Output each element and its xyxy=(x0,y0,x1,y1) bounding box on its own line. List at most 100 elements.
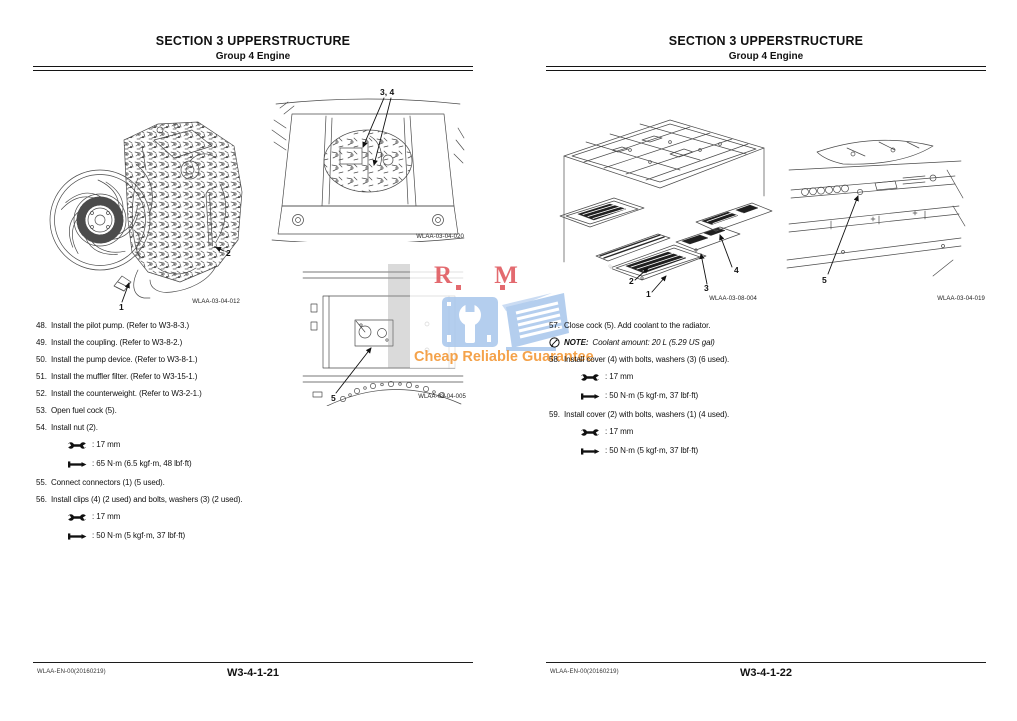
engine-illustration: 2 1 xyxy=(49,121,243,312)
header-double-rule xyxy=(33,66,473,71)
figure-label-fuel-cock-panel: WLAA-03-04-005 xyxy=(418,394,466,400)
torque-spec: : 50 N·m (5 kgf·m, 37 lbf·ft) xyxy=(67,531,282,541)
step-57: 57. Close cock (5). Add coolant to the r… xyxy=(549,321,795,331)
right-page-header: SECTION 3 UPPERSTRUCTURE Group 4 Engine xyxy=(546,34,986,62)
step-number: 53. xyxy=(36,406,47,415)
torque-value-text: : 50 N·m (5 kgf·m, 37 lbf·ft) xyxy=(92,531,186,540)
step-48: 48. Install the pilot pump. (Refer to W3… xyxy=(36,321,282,331)
step-number: 52. xyxy=(36,389,47,398)
wrench-icon xyxy=(67,513,87,521)
wrench-size-spec: : 17 mm xyxy=(67,440,282,450)
callout-1: 1 xyxy=(119,302,124,312)
step-text: Install clips (4) (2 used) and bolts, wa… xyxy=(51,495,243,504)
torque-value-text: : 50 N·m (5 kgf·m, 37 lbf·ft) xyxy=(605,446,699,455)
group-subtitle: Group 4 Engine xyxy=(215,51,291,62)
figure-label-covers-exploded: WLAA-03-08-004 xyxy=(709,296,757,302)
radiator-cock-illustration: 5 xyxy=(786,139,966,285)
right-footer-document-code: WLAA-EN-00(20160219) xyxy=(550,669,619,675)
step-52: 52. Install the counterweight. (Refer to… xyxy=(36,389,282,399)
torque-spec: : 65 N·m (6.5 kgf·m, 48 lbf·ft) xyxy=(67,459,282,469)
step-text: Install the muffler filter. (Refer to W3… xyxy=(51,372,198,381)
fuel-cock-panel-illustration: 5 xyxy=(302,271,464,406)
step-text: Close cock (5). Add coolant to the radia… xyxy=(564,321,711,330)
section-title: SECTION 3 UPPERSTRUCTURE xyxy=(155,34,351,48)
wrench-size-text: : 17 mm xyxy=(605,372,634,381)
frame-opening-illustration: 3, 4 xyxy=(271,87,465,242)
callout-4: 4 xyxy=(734,265,739,275)
step-number: 57. xyxy=(549,321,560,330)
torque-wrench-icon xyxy=(581,447,600,455)
figure-label-frame-opening: WLAA-03-04-020 xyxy=(416,234,464,240)
wrench-size-text: : 17 mm xyxy=(92,440,121,449)
figure-label-engine: WLAA-03-04-012 xyxy=(192,299,240,305)
torque-spec: : 50 N·m (5 kgf·m, 37 lbf·ft) xyxy=(580,391,795,401)
step-number: 48. xyxy=(36,321,47,330)
step-text: Connect connectors (1) (5 used). xyxy=(51,478,165,487)
torque-wrench-icon xyxy=(581,392,600,400)
torque-value-text: : 50 N·m (5 kgf·m, 37 lbf·ft) xyxy=(605,391,699,400)
step-number: 59. xyxy=(549,410,560,419)
figure-label-radiator-cock: WLAA-03-04-019 xyxy=(937,296,985,302)
right-footer-rule xyxy=(546,662,986,663)
note-label: NOTE: xyxy=(564,337,589,347)
step-text: Install cover (4) with bolts, washers (3… xyxy=(564,355,730,364)
step-54: 54. Install nut (2). xyxy=(36,423,282,433)
callout-2: 2 xyxy=(629,276,634,286)
callout-5: 5 xyxy=(822,275,827,285)
left-footer-document-code: WLAA-EN-00(20160219) xyxy=(37,669,106,675)
wrench-size-spec: : 17 mm xyxy=(580,372,795,382)
step-51: 51. Install the muffler filter. (Refer t… xyxy=(36,372,282,382)
wrench-size-text: : 17 mm xyxy=(605,427,634,436)
step-text: Install the coupling. (Refer to W3-8-2.) xyxy=(51,338,183,347)
step-number: 54. xyxy=(36,423,47,432)
callout-3: 3 xyxy=(704,283,709,293)
step-53: 53. Open fuel cock (5). xyxy=(36,406,282,416)
wrench-icon xyxy=(67,441,87,449)
callout-2: 2 xyxy=(226,248,231,258)
step-number: 56. xyxy=(36,495,47,504)
wrench-icon xyxy=(580,428,600,436)
left-page-header: SECTION 3 UPPERSTRUCTURE Group 4 Engine xyxy=(33,34,473,62)
step-text: Install cover (2) with bolts, washers (1… xyxy=(564,410,730,419)
step-number: 58. xyxy=(549,355,560,364)
step-number: 55. xyxy=(36,478,47,487)
step-text: Install nut (2). xyxy=(51,423,98,432)
callout-5: 5 xyxy=(331,393,336,403)
step-58: 58. Install cover (4) with bolts, washer… xyxy=(549,355,795,365)
note-pencil-icon xyxy=(549,337,560,348)
section-title: SECTION 3 UPPERSTRUCTURE xyxy=(668,34,864,48)
watermark-dot xyxy=(500,285,505,290)
left-footer-rule xyxy=(33,662,473,663)
right-footer-page-number: W3-4-1-22 xyxy=(740,667,792,679)
step-56: 56. Install clips (4) (2 used) and bolts… xyxy=(36,495,282,505)
note-text: Coolant amount: 20 L (5.29 US gal) xyxy=(592,337,715,347)
step-50: 50. Install the pump device. (Refer to W… xyxy=(36,355,282,365)
torque-value-text: : 65 N·m (6.5 kgf·m, 48 lbf·ft) xyxy=(92,459,192,468)
step-text: Install the pilot pump. (Refer to W3-8-3… xyxy=(51,321,190,330)
torque-wrench-icon xyxy=(68,460,87,468)
step-text: Open fuel cock (5). xyxy=(51,406,117,415)
left-footer-page-number: W3-4-1-21 xyxy=(227,667,279,679)
step-text: Install the pump device. (Refer to W3-8-… xyxy=(51,355,198,364)
torque-wrench-icon xyxy=(68,532,87,540)
step-text: Install the counterweight. (Refer to W3-… xyxy=(51,389,202,398)
wrench-size-spec: : 17 mm xyxy=(580,427,795,437)
step-number: 49. xyxy=(36,338,47,347)
step-55: 55. Connect connectors (1) (5 used). xyxy=(36,478,282,488)
wrench-size-text: : 17 mm xyxy=(92,512,121,521)
callout-1: 1 xyxy=(646,289,651,299)
wrench-icon xyxy=(580,373,600,381)
header-double-rule xyxy=(546,66,986,71)
covers-exploded-illustration: 2 1 3 4 xyxy=(559,119,773,299)
callout-3-4: 3, 4 xyxy=(380,87,394,97)
group-subtitle: Group 4 Engine xyxy=(728,51,804,62)
right-step-list: 57. Close cock (5). Add coolant to the r… xyxy=(549,321,795,465)
step-number: 51. xyxy=(36,372,47,381)
left-step-list: 48. Install the pilot pump. (Refer to W3… xyxy=(36,321,282,550)
note-row: NOTE: Coolant amount: 20 L (5.29 US gal) xyxy=(549,337,795,348)
step-number: 50. xyxy=(36,355,47,364)
step-59: 59. Install cover (2) with bolts, washer… xyxy=(549,410,795,420)
torque-spec: : 50 N·m (5 kgf·m, 37 lbf·ft) xyxy=(580,446,795,456)
wrench-size-spec: : 17 mm xyxy=(67,512,282,522)
step-49: 49. Install the coupling. (Refer to W3-8… xyxy=(36,338,282,348)
